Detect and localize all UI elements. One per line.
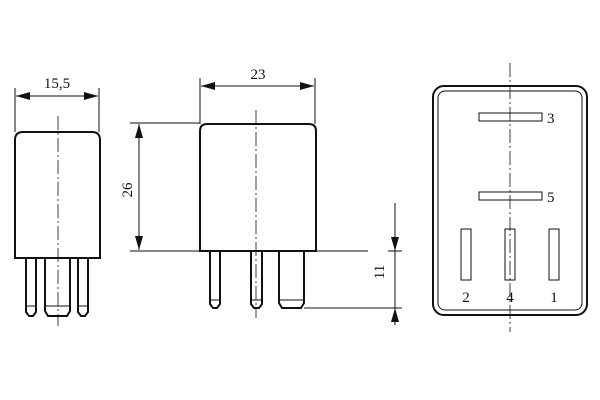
terminal-3-slot (478, 112, 543, 122)
terminal-label-5: 5 (547, 190, 555, 206)
side-pin-middle (44, 258, 71, 317)
side-width-label: 15,5 (44, 76, 70, 92)
terminal-2-slot (460, 228, 472, 281)
terminal-label-4: 4 (506, 290, 514, 306)
bottom-view: 3 5 2 4 1 (432, 63, 588, 332)
side-view: 15,5 (14, 76, 101, 326)
side-view-body (14, 131, 101, 259)
terminal-label-1: 1 (550, 290, 558, 306)
front-width-label: 23 (251, 67, 266, 83)
front-pin-right (278, 251, 305, 309)
side-pin-right (77, 258, 89, 317)
side-pin-left (25, 258, 37, 317)
front-height-label: 26 (120, 182, 136, 198)
front-view: 23 26 11 (120, 67, 402, 325)
terminal-label-2: 2 (462, 290, 470, 306)
terminal-label-3: 3 (547, 111, 555, 127)
front-pin-left (209, 251, 221, 309)
terminal-1-slot (548, 228, 560, 281)
front-pin-middle (250, 251, 263, 309)
terminal-5-slot (478, 191, 543, 201)
front-view-body (199, 123, 317, 252)
pin-length-label: 11 (372, 265, 388, 279)
